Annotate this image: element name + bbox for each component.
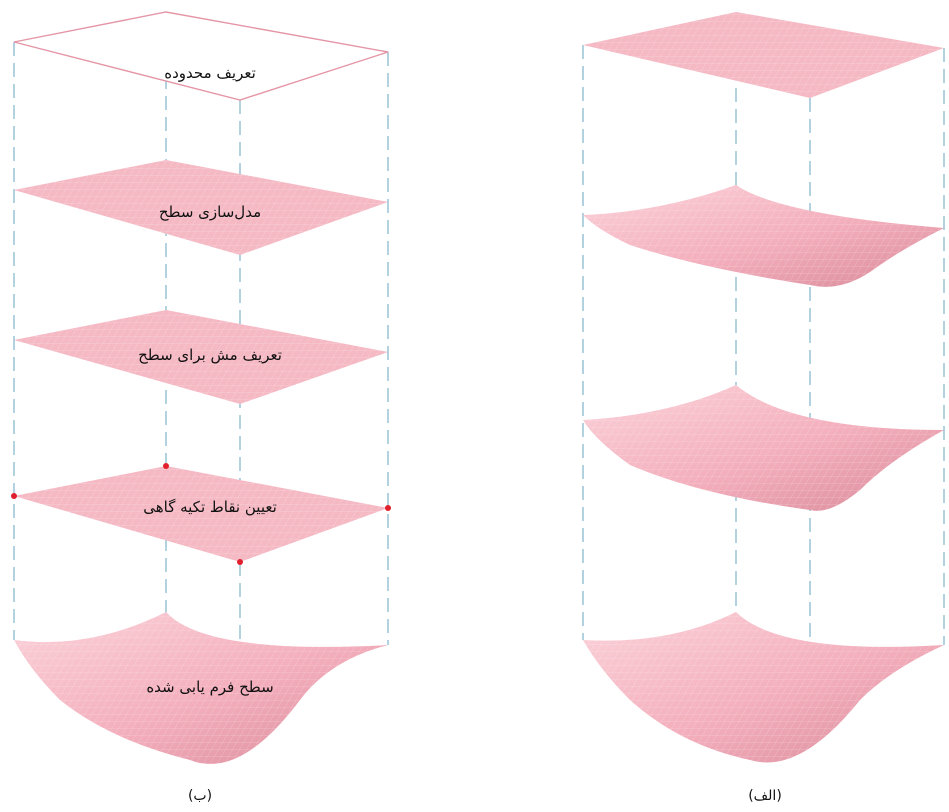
panel-b: تعریف محدوده مدل‌سازی سطح تعریف مش برای …	[11, 11, 391, 804]
panel-a-caption: (الف)	[748, 788, 782, 804]
stage-boundary-definition: تعریف محدوده	[13, 11, 389, 101]
panel-a-slight-sag	[583, 185, 944, 287]
stage-label-2: مدل‌سازی سطح	[159, 203, 261, 221]
boundary-outline	[13, 11, 389, 101]
panel-a-medium-sag	[583, 385, 944, 511]
stage-label-3: تعریف مش برای سطح	[138, 346, 282, 364]
stage-surface-modeling: مدل‌سازی سطح	[14, 160, 388, 255]
support-point	[237, 559, 243, 565]
panel-b-caption: (ب)	[188, 788, 212, 804]
panel-a-flat-plate	[583, 12, 944, 98]
stage-label-4: تعیین نقاط تکیه گاهی	[143, 498, 277, 516]
panel-a: (الف)	[582, 12, 945, 804]
stage-label-5: سطح فرم یابی شده	[146, 678, 273, 696]
stage-label-1: تعریف محدوده	[164, 64, 256, 82]
stage-mesh-definition: تعریف مش برای سطح	[14, 310, 388, 404]
support-point	[163, 463, 169, 469]
stage-support-points: تعیین نقاط تکیه گاهی	[11, 463, 391, 565]
stage-form-found-surface: سطح فرم یابی شده	[14, 612, 388, 764]
panel-a-guide-lines	[582, 45, 945, 670]
support-point	[385, 505, 391, 511]
panel-a-deep-sag	[583, 612, 944, 763]
support-point	[11, 493, 17, 499]
